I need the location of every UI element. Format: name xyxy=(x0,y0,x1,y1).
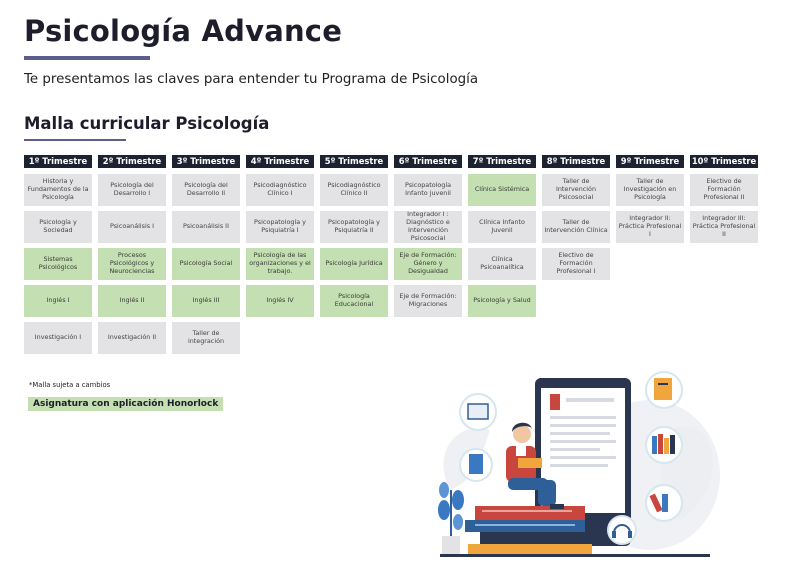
honorlock-legend: Asignatura con aplicación Honorlock xyxy=(28,397,224,411)
course-cell: Taller de Investigación en Psicología xyxy=(616,174,684,206)
course-cell: Integrador III: Práctica Profesional II xyxy=(690,211,758,243)
course-cell: Clínica Psicoanalítica xyxy=(468,248,536,280)
course-cell: Psicología del Desarrollo I xyxy=(98,174,166,206)
course-cell: Psicología Jurídica xyxy=(320,248,388,280)
trimester-header: 4º Trimestre xyxy=(246,155,314,168)
course-cell: Inglés II xyxy=(98,285,166,317)
course-cell: Electivo de Formación Profesional I xyxy=(542,248,610,280)
page-title: Psicología Advance xyxy=(24,14,343,48)
course-cell: Psicología Social xyxy=(172,248,240,280)
course-cell: Psicología Educacional xyxy=(320,285,388,317)
course-cell: Eje de Formación: Género y Desigualdad xyxy=(394,248,462,280)
trimester-header: 1º Trimestre xyxy=(24,155,92,168)
course-cell: Psicopatología y Psiquiatría I xyxy=(246,211,314,243)
course-cell: Eje de Formación: Migraciones xyxy=(394,285,462,317)
trimester-header: 9º Trimestre xyxy=(616,155,684,168)
trimester-header: 7º Trimestre xyxy=(468,155,536,168)
trimester-header: 8º Trimestre xyxy=(542,155,610,168)
trimester-header: 5º Trimestre xyxy=(320,155,388,168)
trimester-header: 3º Trimestre xyxy=(172,155,240,168)
title-underline xyxy=(24,56,150,60)
course-cell: Psicología y Salud xyxy=(468,285,536,317)
course-cell: Historia y Fundamentos de la Psicología xyxy=(24,174,92,206)
trimester-header: 10º Trimestre xyxy=(690,155,758,168)
course-cell: Inglés I xyxy=(24,285,92,317)
course-cell: Psicología y Sociedad xyxy=(24,211,92,243)
course-cell: Electivo de Formación Profesional II xyxy=(690,174,758,206)
trimester-header: 6º Trimestre xyxy=(394,155,462,168)
course-cell: Inglés IV xyxy=(246,285,314,317)
footnote: *Malla sujeta a cambios xyxy=(29,381,111,389)
course-cell: Psicopatología y Psiquiatría II xyxy=(320,211,388,243)
course-cell: Psicopatología Infanto juvenil xyxy=(394,174,462,206)
student-reading-illustration xyxy=(438,371,720,557)
course-cell: Psicología de las organizaciones y el tr… xyxy=(246,248,314,280)
course-cell: Clínica Sistémica xyxy=(468,174,536,206)
course-cell: Integrador I : Diagnóstico e Intervenció… xyxy=(394,211,462,243)
course-cell: Investigación II xyxy=(98,322,166,354)
course-cell: Taller de Intervención Clínica xyxy=(542,211,610,243)
trimester-header: 2º Trimestre xyxy=(98,155,166,168)
course-cell: Psicología del Desarrollo II xyxy=(172,174,240,206)
course-cell: Psicoanálisis I xyxy=(98,211,166,243)
course-cell: Psicodiagnóstico Clínico I xyxy=(246,174,314,206)
section-title: Malla curricular Psicología xyxy=(24,114,270,133)
course-cell: Clínica Infanto Juvenil xyxy=(468,211,536,243)
course-cell: Sistemas Psicológicos xyxy=(24,248,92,280)
course-cell: Inglés III xyxy=(172,285,240,317)
course-cell: Taller de integración xyxy=(172,322,240,354)
course-cell: Integrador II: Práctica Profesional I xyxy=(616,211,684,243)
course-cell: Psicoanálisis II xyxy=(172,211,240,243)
section-underline xyxy=(24,139,126,141)
course-cell: Procesos Psicológicos y Neurociencias xyxy=(98,248,166,280)
course-cell: Investigación I xyxy=(24,322,92,354)
course-cell: Taller de Intervención Psicosocial xyxy=(542,174,610,206)
page-subtitle: Te presentamos las claves para entender … xyxy=(24,72,479,87)
course-cell: Psicodiagnóstico Clínico II xyxy=(320,174,388,206)
